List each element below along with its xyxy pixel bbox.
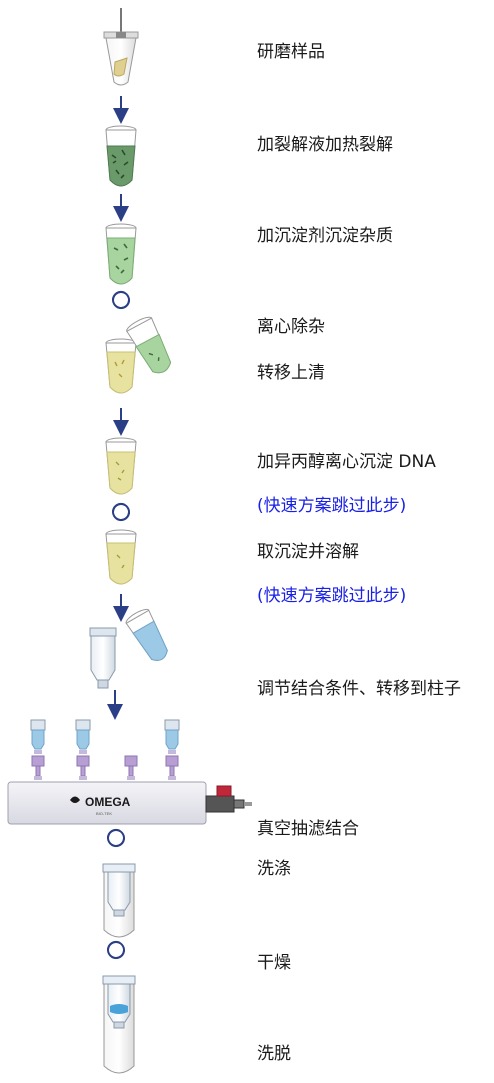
vacuum-manifold-icon: OMEGA BIO-TEK: [7, 719, 252, 825]
precip-tube-icon: [105, 223, 137, 285]
spin-tube-icon: [105, 338, 137, 394]
manifold-sub: BIO-TEK: [96, 811, 112, 816]
manifold-column-1: [30, 719, 46, 780]
wash-column-icon: [102, 863, 136, 938]
dissolve-tube-icon: [105, 529, 137, 585]
centrifuge-icon: [107, 940, 125, 960]
isopropanol-tube-icon: [105, 437, 137, 495]
step-dry: 干燥: [257, 953, 291, 973]
vacuum-valve-icon: [205, 785, 252, 813]
centrifuge-icon: [112, 290, 130, 310]
centrifuge-icon: [112, 502, 130, 522]
buffer-tube-icon: [125, 608, 168, 661]
step-wash: 洗涤: [257, 859, 291, 879]
step-lyse: 加裂解液加热裂解: [257, 135, 393, 155]
step-vacuum: 真空抽滤结合: [257, 819, 359, 839]
step-isopropanol: 加异丙醇离心沉淀 DNA: [257, 452, 436, 472]
step-grind: 研磨样品: [257, 42, 325, 62]
manifold-column-3: [124, 755, 138, 780]
step-note-1: (快速方案跳过此步): [257, 496, 407, 516]
step-precip: 加沉淀剂沉淀杂质: [257, 226, 393, 246]
step-bind: 调节结合条件、转移到柱子: [257, 679, 461, 699]
lysis-tube-icon: [105, 125, 137, 187]
step-elute: 洗脱: [257, 1044, 291, 1064]
step-dissolve: 取沉淀并溶解: [257, 542, 359, 562]
centrifuge-icon: [107, 828, 125, 848]
grind-tube-icon: [103, 8, 139, 86]
elute-column-icon: [102, 975, 136, 1074]
step-transfer: 转移上清: [257, 363, 325, 383]
manifold-column-2: [75, 719, 91, 780]
step-spin: 离心除杂: [257, 317, 325, 337]
manifold-brand: OMEGA: [85, 795, 131, 809]
manifold-column-4: [164, 719, 180, 780]
transfer-tube-icon: [126, 316, 172, 374]
spin-column-icon: [89, 627, 117, 689]
step-note-2: (快速方案跳过此步): [257, 586, 407, 606]
